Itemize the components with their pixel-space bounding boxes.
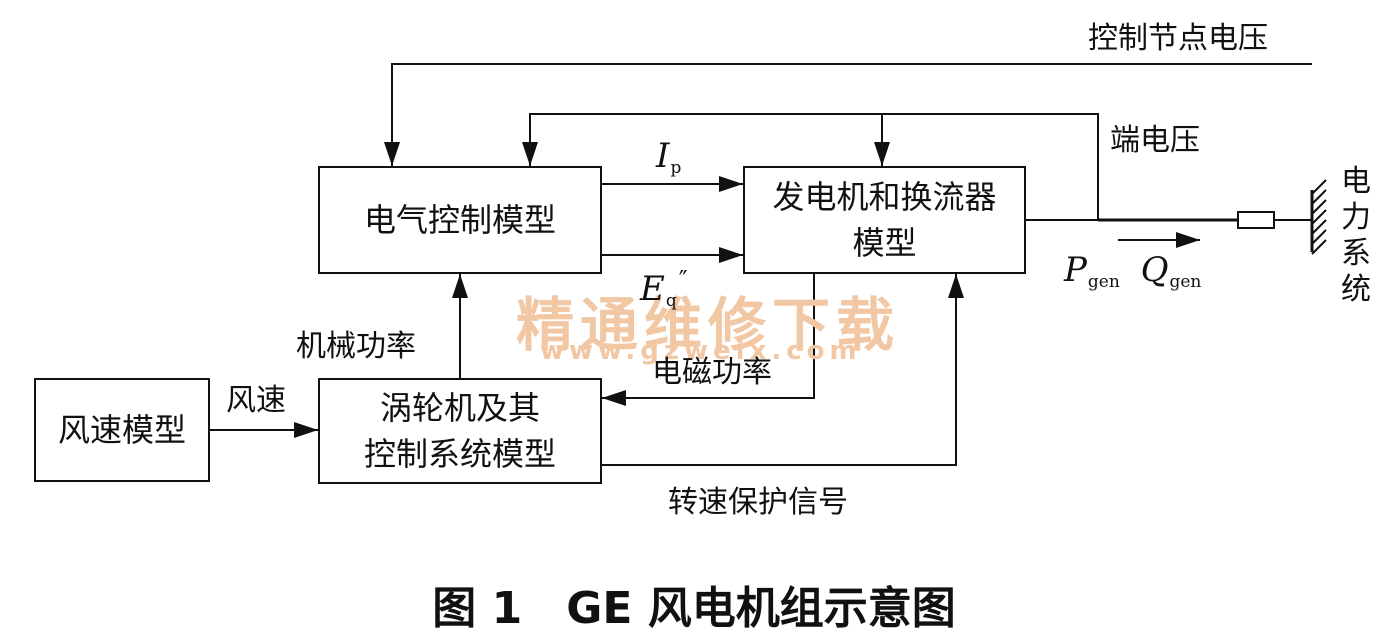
watermark-text: 精通维修下载 [516,291,901,359]
power-system-label: 电 力 系 统 [1341,164,1371,307]
eq-symbol: Eq″ [640,266,688,311]
terminal-voltage-label: 端电压 [1110,123,1200,158]
pgen-qgen-symbol: Pgen Qgen [1064,250,1202,292]
grid-hatch [1311,179,1327,255]
wind-speed-label: 风速 [226,383,286,418]
speed-protection-arrow [602,274,964,466]
turbine-control-label-line1: 涡轮机及其 [379,389,540,427]
electromagnetic-power-arrow [602,274,815,406]
wind-speed-model-block: 风速模型 [34,378,210,482]
watermark-url: www.gzweix.com [540,336,862,366]
electrical-control-block: 电气控制模型 [318,166,602,274]
turbine-control-block: 涡轮机及其 控制系统模型 [318,378,602,484]
generator-converter-block: 发电机和换流器 模型 [743,166,1026,274]
electromagnetic-power-label: 电磁功率 [652,355,772,390]
control-node-voltage-line [384,63,1312,166]
control-node-voltage-label: 控制节点电压 [1088,21,1268,56]
turbine-control-label-line2: 控制系统模型 [363,435,556,473]
figure-caption: 图 1 GE 风电机组示意图 [432,583,956,634]
speed-protection-signal-label: 转速保护信号 [668,485,848,520]
grid-impedance [1237,211,1275,229]
generator-converter-label-line2: 模型 [852,224,917,262]
electrical-control-label: 电气控制模型 [363,201,556,239]
ip-symbol: Ip [656,136,682,178]
generator-converter-label-line1: 发电机和换流器 [772,178,997,216]
wind-speed-model-label: 风速模型 [57,411,186,449]
mechanical-power-label: 机械功率 [296,329,416,364]
terminal-voltage-loop [522,113,1099,220]
